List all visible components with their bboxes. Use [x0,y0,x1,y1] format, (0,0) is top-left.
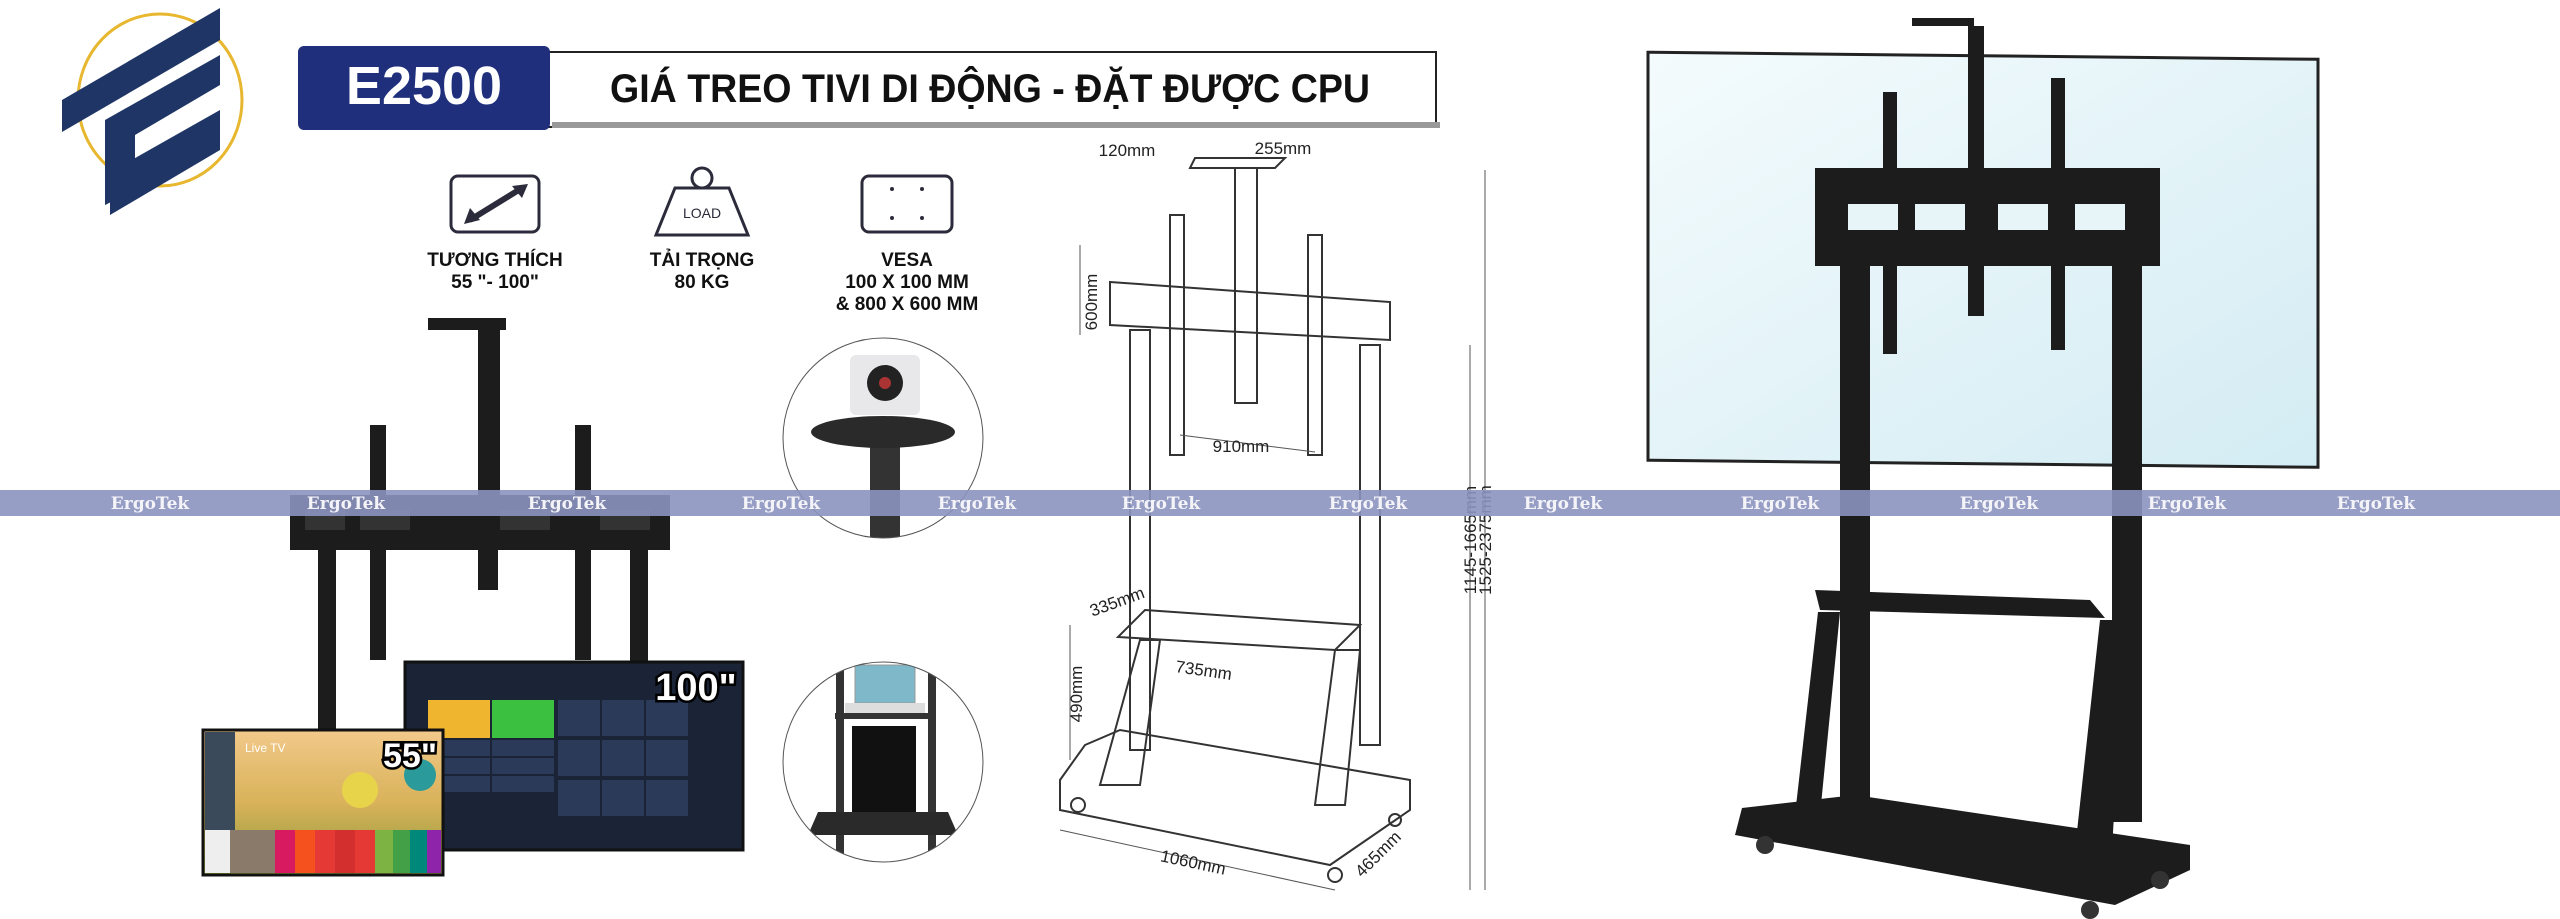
camera-tray-detail [782,337,984,539]
stand-render [1646,18,2320,919]
dim-bracket-width: 910mm [1213,437,1270,456]
small-size-label: 55" [383,737,437,775]
watermark-label: ErgoTek [307,494,387,514]
feature-load: LOAD TẢI TRỌNG 80 KG [650,166,755,293]
feature-label: VESA [881,250,933,271]
watermark-label: ErgoTek [1122,494,1202,514]
large-tv: 100" [403,660,745,852]
model-number: E2500 [346,56,502,116]
header: E2500 GIÁ TREO TIVI DI ĐỘNG - ĐẶT ĐƯỢC C… [298,46,1440,130]
page-title: GIÁ TREO TIVI DI ĐỘNG - ĐẶT ĐƯỢC CPU [610,65,1370,111]
feature-value: 100 X 100 MM [845,272,969,293]
weight-load-icon: LOAD [653,166,751,237]
watermark-band: ErgoTek ErgoTek ErgoTek ErgoTek ErgoTek ErgoT… [0,490,2560,516]
model-badge [298,46,550,130]
watermark-label: ErgoTek [1329,494,1409,514]
dim-shelf-height: 490mm [1067,666,1086,723]
vesa-plate-icon [860,174,954,234]
feature-value: & 800 X 600 MM [836,294,979,315]
watermark-label: ErgoTek [2337,494,2417,514]
large-size-label: 100" [655,667,736,709]
feature-label: TẢI TRỌNG [650,249,755,271]
feature-size: TƯƠNG THÍCH 55 "- 100" [427,174,563,293]
live-tv-label: Live TV [245,741,285,755]
dim-bracket-height: 600mm [1082,274,1101,331]
dim-base-depth: 465mm [1351,827,1405,881]
watermark-label: ErgoTek [1524,494,1604,514]
dim-shelf-width: 735mm [1174,657,1233,684]
feature-value: 55 "- 100" [451,272,539,293]
feature-value: 80 KG [675,272,730,293]
feature-label: TƯƠNG THÍCH [427,249,562,271]
watermark-label: ErgoTek [111,494,191,514]
dim-base-width: 1060mm [1159,846,1228,878]
dim-tray-width: 255mm [1255,139,1312,158]
feature-vesa: VESA 100 X 100 MM & 800 X 600 MM [836,174,979,315]
watermark-label: ErgoTek [1741,494,1821,514]
dim-shelf-depth: 335mm [1087,583,1147,620]
bracket-photo: 100" Live TV 55" [201,318,745,877]
watermark-label: ErgoTek [2148,494,2228,514]
small-tv: Live TV 55" [201,728,445,877]
cpu-shelf-detail [782,661,984,863]
diagonal-arrow-icon [449,174,541,234]
watermark-label: ErgoTek [1960,494,2040,514]
watermark-label: ErgoTek [938,494,1018,514]
dim-tray-depth: 120mm [1099,141,1156,160]
watermark-label: ErgoTek [742,494,822,514]
svg-text:LOAD: LOAD [683,205,721,221]
brand-logo [62,8,244,215]
watermark-label: ErgoTek [528,494,608,514]
